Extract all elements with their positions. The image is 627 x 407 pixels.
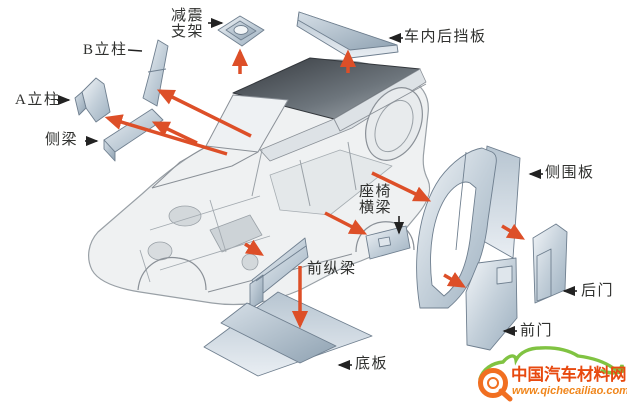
label-rear-shelf: 车内后挡板	[404, 29, 487, 45]
part-rear-door-shape	[532, 223, 568, 304]
pointer-b-pillar-dash	[127, 49, 143, 52]
label-side-sill: 侧梁	[45, 132, 79, 148]
label-floor-panel: 底板	[355, 356, 389, 372]
part-rear-shelf-shape	[296, 11, 399, 59]
arrow-to-front-rail	[244, 239, 264, 256]
arrow-to-b-pillar	[156, 89, 252, 138]
label-shock-bracket: 减震 支架	[171, 8, 204, 40]
explode-arrows	[104, 48, 526, 329]
part-a-pillar-shape	[74, 77, 111, 123]
arrow-to-front-door	[443, 272, 467, 288]
logo-q-icon	[478, 368, 513, 402]
label-rear-door: 后门	[581, 283, 615, 299]
label-side-panel: 侧围板	[545, 165, 595, 181]
label-front-rail: 前纵梁	[307, 261, 357, 277]
label-seat-crossmember-line2: 横梁	[359, 200, 393, 216]
label-shock-bracket-line1: 减震	[171, 8, 205, 24]
logo-car-swoosh-icon	[478, 346, 625, 381]
detached-parts	[74, 11, 568, 377]
logo-site-url: www.qichecailiao.com	[512, 385, 627, 397]
label-b-pillar: B立柱	[83, 42, 128, 58]
arrow-to-side-panel	[371, 171, 432, 202]
part-b-pillar-shape	[142, 39, 169, 107]
label-shock-bracket-line2: 支架	[171, 24, 205, 40]
label-seat-crossmember-line1: 座椅	[359, 184, 393, 200]
car-body-illustration	[88, 57, 431, 306]
part-front-rail-shape	[249, 237, 309, 310]
arrow-to-rear-door	[501, 223, 526, 240]
part-side-sill-shape	[103, 108, 164, 162]
arrow-to-side-sill	[151, 121, 198, 145]
logo-site-name: 中国汽车材料网	[511, 366, 627, 384]
arrow-to-seat-crossmember	[324, 211, 368, 235]
part-floor-panel-shape	[203, 291, 373, 377]
label-front-door: 前门	[520, 323, 554, 339]
label-seat-crossmember: 座椅 横梁	[359, 184, 392, 216]
part-shock-bracket-shape	[217, 15, 265, 47]
label-a-pillar: A立柱	[15, 92, 61, 108]
label-pointers	[57, 17, 577, 371]
